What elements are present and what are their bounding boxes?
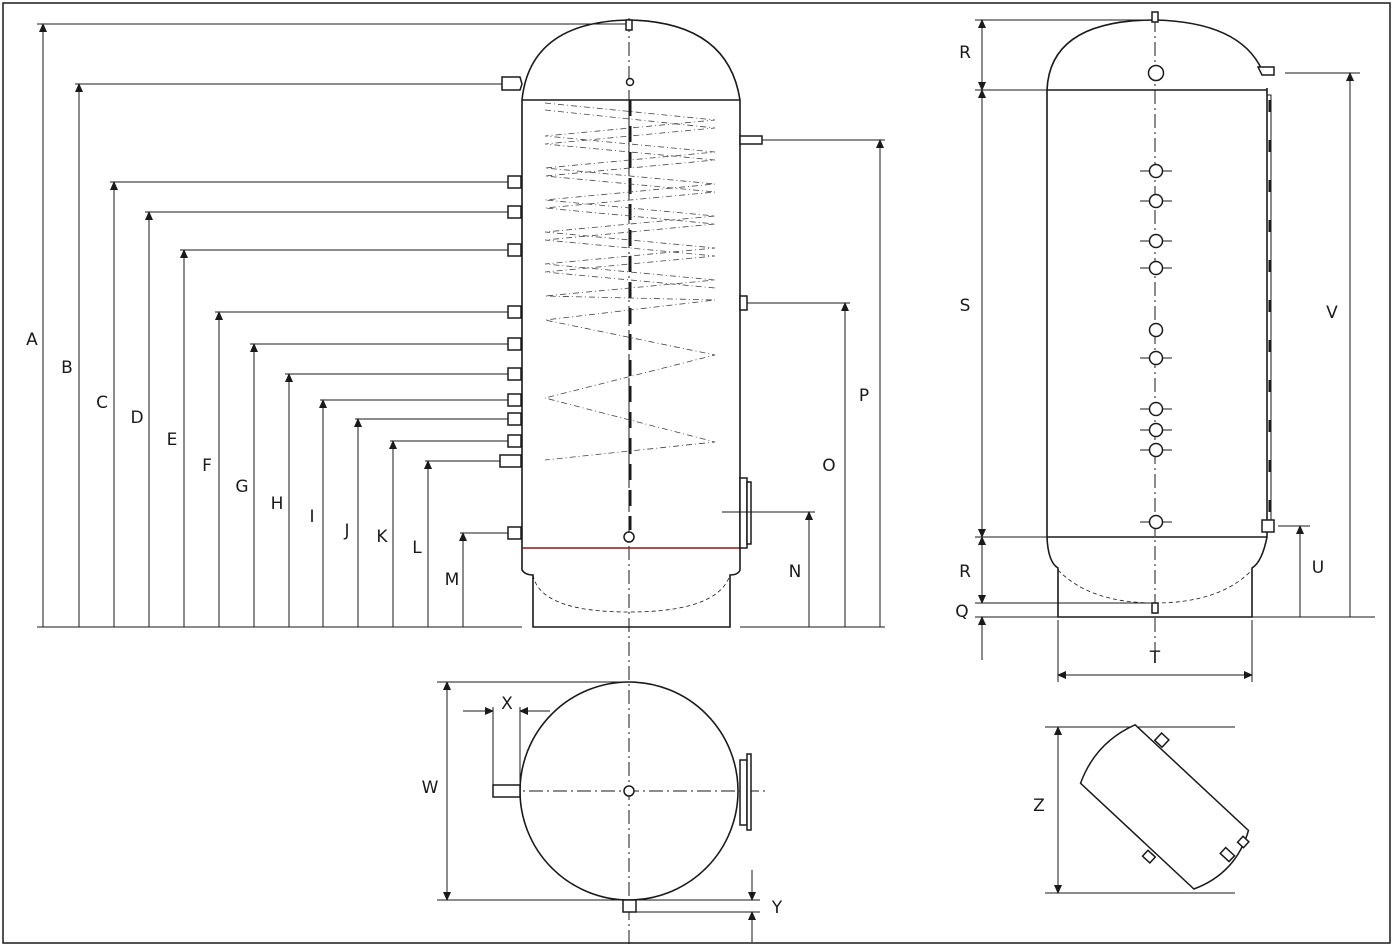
- label-l: L: [412, 538, 422, 558]
- label-y: Y: [771, 898, 783, 918]
- label-s: S: [960, 296, 971, 316]
- label-b: B: [61, 358, 73, 378]
- label-r-top: R: [959, 43, 971, 63]
- label-w: W: [422, 778, 439, 798]
- label-m: M: [445, 570, 460, 590]
- label-z: Z: [1033, 796, 1045, 816]
- label-k: K: [376, 527, 388, 547]
- label-v: V: [1326, 303, 1338, 323]
- label-t: T: [1149, 648, 1161, 668]
- label-e: E: [167, 430, 178, 450]
- label-q: Q: [955, 602, 968, 622]
- label-i: I: [309, 507, 314, 527]
- label-x: X: [501, 694, 513, 714]
- top-view: [437, 681, 765, 942]
- label-d: D: [130, 408, 143, 428]
- label-p: P: [859, 386, 869, 406]
- label-g: G: [235, 477, 248, 497]
- label-r-bottom: R: [959, 562, 971, 582]
- label-f: F: [202, 456, 212, 476]
- label-a: A: [26, 330, 38, 350]
- label-j: J: [343, 521, 349, 541]
- front-view: [37, 18, 885, 945]
- tilted-view: [1045, 723, 1250, 894]
- label-h: H: [271, 494, 284, 514]
- label-u: U: [1312, 558, 1324, 578]
- label-n: N: [789, 562, 802, 582]
- label-c: C: [96, 393, 108, 413]
- side-view: [975, 11, 1375, 682]
- label-o: O: [822, 456, 835, 476]
